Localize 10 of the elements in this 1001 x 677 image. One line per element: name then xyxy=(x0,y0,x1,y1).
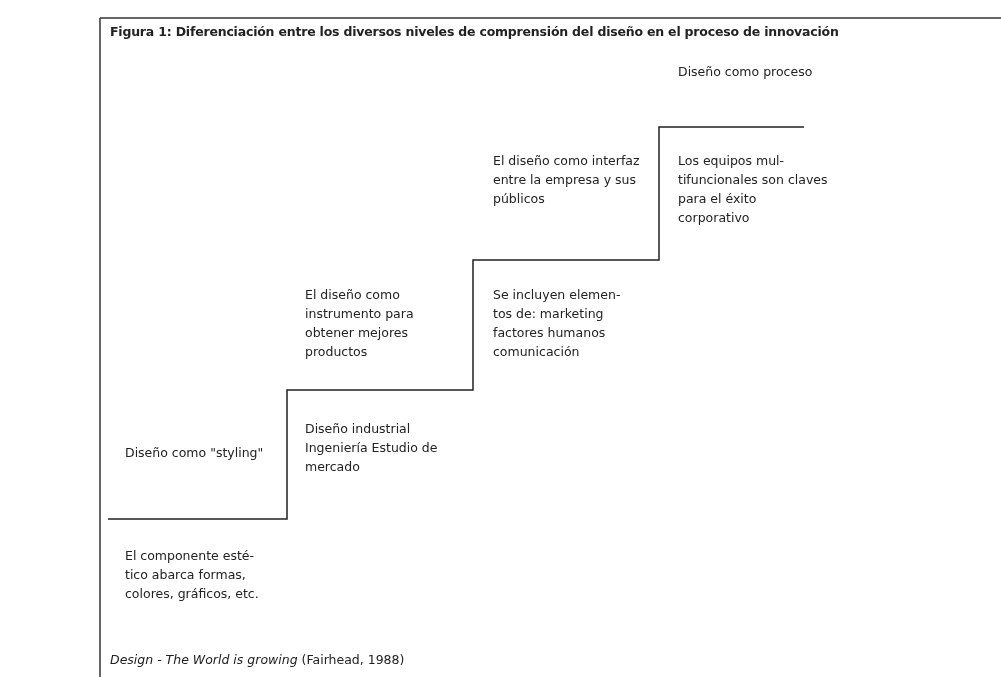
source-caption: Design - The World is growing (Fairhead, 1988) xyxy=(110,652,405,667)
step-label: Diseño como proceso xyxy=(678,63,814,81)
step-label: El componente esté- tico abarca formas, colores, gráficos, etc. xyxy=(125,547,260,603)
step-label: Diseño como "styling" xyxy=(125,444,265,462)
step-label: El diseño como instrumento para obtener mejores productos xyxy=(305,286,415,361)
figure-title: Figura 1: Diferenciación entre los diversos niveles de comprensión del diseño en el proceso de innovación xyxy=(110,24,839,39)
step-label: Diseño industrial Ingeniería Estudio de mercado xyxy=(305,420,439,476)
step-label: Se incluyen elemen- tos de: marketing factores humanos comunicación xyxy=(493,286,622,361)
step-label: El diseño como interfaz entre la empresa y sus públicos xyxy=(493,152,641,208)
step-label: Los equipos mul- tifuncionales son claves para el éxito corporativo xyxy=(678,152,828,227)
